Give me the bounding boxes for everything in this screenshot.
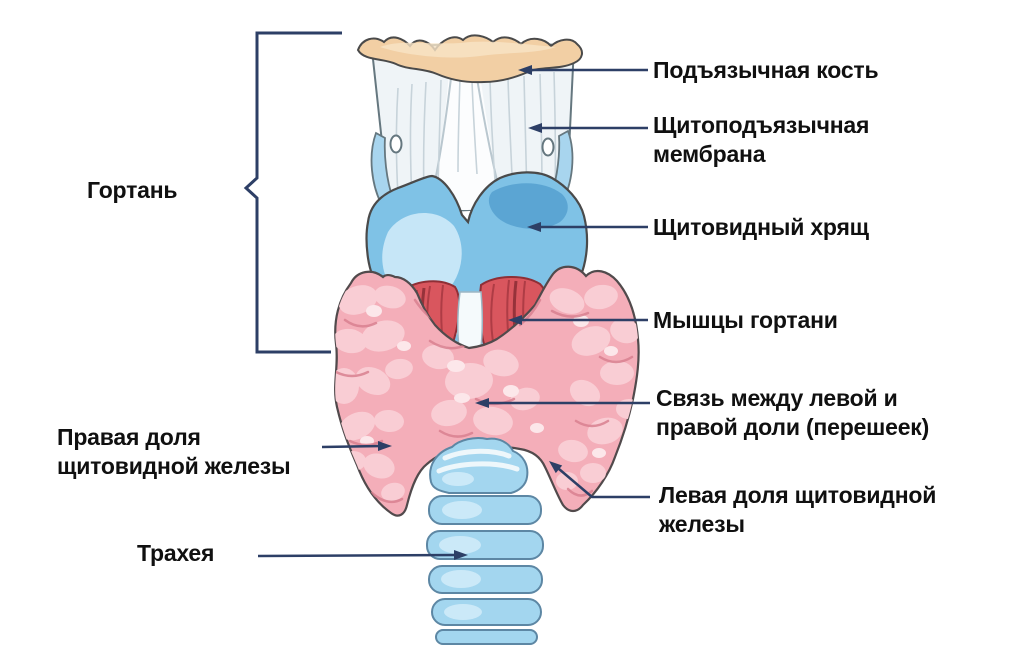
arrow-left-lobe: [549, 461, 650, 499]
arrow-right-lobe: [321, 441, 392, 451]
thyroid-gland-shape: [334, 265, 640, 517]
label-right-lobe: Правая доля щитовидной железы: [57, 424, 291, 479]
label-trachea: Трахея: [137, 540, 215, 566]
membrane-hole-right: [541, 137, 555, 157]
label-thyrohyoid-membrane: Щитоподъязычная мембрана: [653, 112, 870, 167]
larynx-bracket: [243, 31, 342, 354]
label-arrows: [257, 65, 650, 560]
arrow-isthmus: [475, 398, 650, 408]
arrow-laryngeal-muscles: [508, 315, 648, 325]
arrow-thyrohyoid-membrane: [528, 123, 648, 133]
arrow-thyroid-cartilage: [527, 222, 648, 232]
membrane-hole-left: [389, 134, 403, 154]
trachea-dome: [429, 437, 529, 494]
label-larynx: Гортань: [87, 177, 178, 203]
label-left-lobe: Левая доля щитовидной железы: [659, 482, 937, 537]
label-hyoid-bone: Подъязычная кость: [653, 57, 879, 83]
label-isthmus: Связь между левой и правой доли (перешее…: [656, 385, 930, 440]
label-laryngeal-muscles: Мышцы гортани: [653, 307, 838, 333]
label-thyroid-cartilage: Щитовидный хрящ: [653, 214, 869, 240]
arrow-trachea: [257, 550, 468, 560]
trachea-shape: [426, 495, 544, 645]
arrow-hyoid-bone: [518, 65, 648, 75]
